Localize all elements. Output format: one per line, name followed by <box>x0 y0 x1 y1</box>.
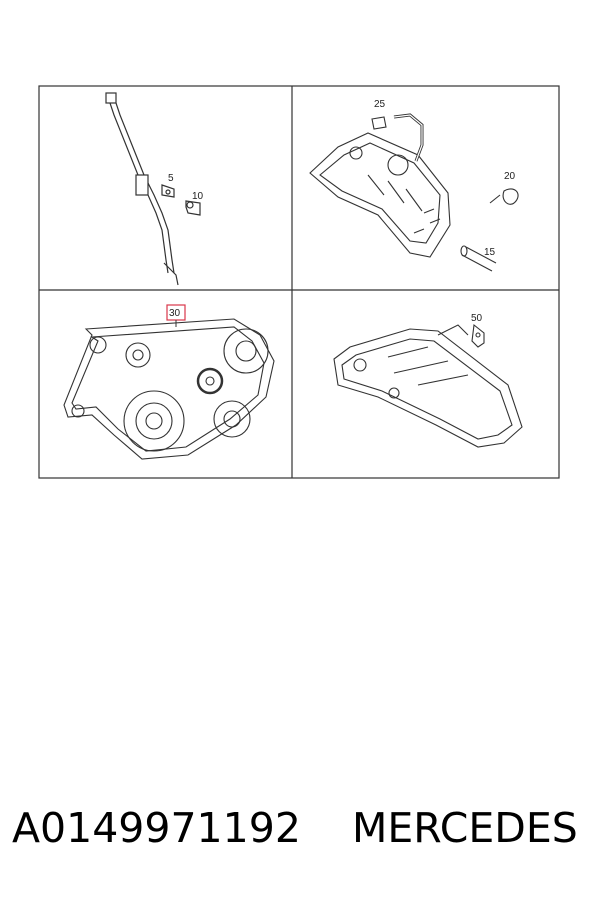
belt-drive-illustration <box>63 318 275 460</box>
callout-30: 30 <box>169 308 181 319</box>
callout-10: 10 <box>192 191 204 202</box>
part-number: A0149971192 <box>12 804 301 852</box>
parts-diagram: 5 10 25 20 15 <box>38 85 560 479</box>
brand-name: MERCEDES <box>352 804 578 852</box>
callout-20: 20 <box>504 171 516 182</box>
cover-assembly-illustration <box>333 323 523 448</box>
callout-25: 25 <box>374 99 386 110</box>
callout-50: 50 <box>471 313 483 324</box>
diagram-frame <box>38 85 560 479</box>
callout-5: 5 <box>168 173 174 184</box>
dipstick-tube-illustration <box>105 92 201 286</box>
callout-15: 15 <box>484 247 496 258</box>
cylinder-head-cover-illustration <box>309 113 519 272</box>
